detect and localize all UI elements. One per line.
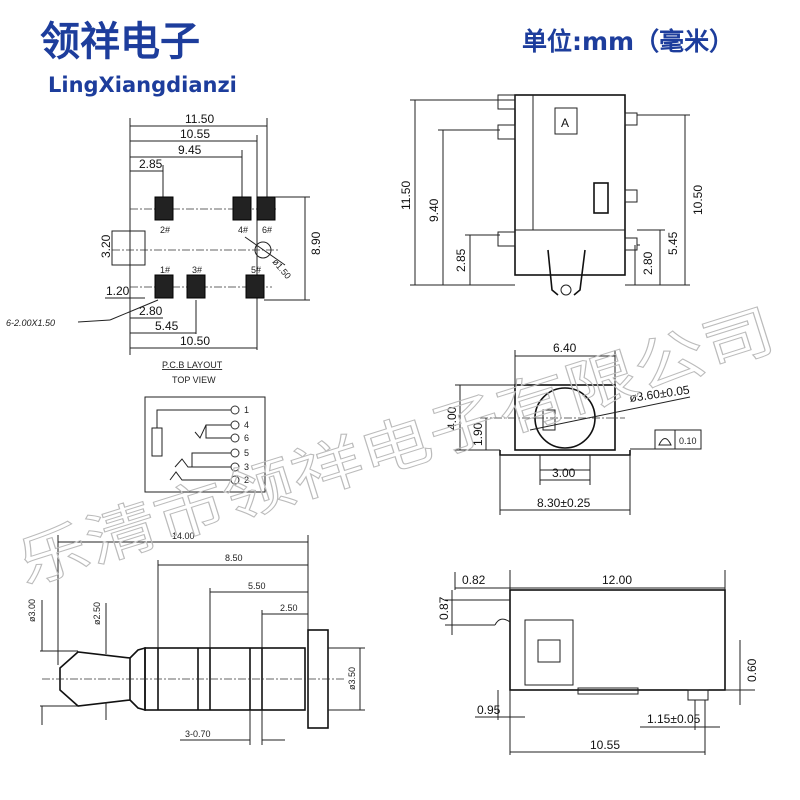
- pin-label: 6: [244, 433, 249, 443]
- dim-1.20: 1.20: [106, 284, 130, 298]
- dim-4.00: 4.00: [445, 406, 459, 430]
- plug-drawing: 14.00 8.50 5.50 2.50 ø3.00 ø2.50 ø3.50 3…: [27, 531, 365, 745]
- dim-10.55-bottom: 10.55: [590, 738, 620, 752]
- bottom-view: 0.82 12.00 0.87 0.60 0.95 1.15±0.05 10.5…: [437, 570, 759, 755]
- dim-10.50-side: 10.50: [691, 185, 705, 215]
- brand-cn: 领祥电子: [40, 19, 200, 65]
- dim-2.80-side: 2.80: [641, 251, 655, 275]
- dim-3.20: 3.20: [99, 234, 113, 258]
- dim-14.00: 14.00: [172, 531, 195, 541]
- pcb-title: P.C.B LAYOUT: [162, 360, 223, 370]
- dim-rings: 3-0.70: [185, 729, 211, 739]
- pad-note: 6-2.00X1.50: [6, 318, 55, 328]
- dim-5.45-side: 5.45: [666, 231, 680, 255]
- dim-0.95: 0.95: [477, 703, 501, 717]
- pad-label: 5#: [251, 265, 261, 275]
- dim-10.50: 10.50: [180, 334, 210, 348]
- pad-label: 3#: [192, 265, 202, 275]
- pin-schematic: 1 4 6 5 3 2: [144, 396, 266, 493]
- dim-10.55: 10.55: [180, 127, 210, 141]
- pcb-subtitle: TOP VIEW: [172, 375, 216, 385]
- dim-1.15: 1.15±0.05: [647, 712, 701, 726]
- pcb-layout: 11.50 10.55 9.45 2.85 2# 4# 6# 1# 3# 5# …: [6, 112, 323, 385]
- marker: A: [561, 116, 569, 130]
- dim-2.85-side: 2.85: [454, 248, 468, 272]
- dim-11.50-side: 11.50: [399, 181, 413, 210]
- dim-3.00: 3.00: [552, 466, 576, 480]
- brand-en: LingXiangdianzi: [48, 73, 237, 97]
- dim-5.50: 5.50: [248, 581, 266, 591]
- dim-hole: ø1.50: [270, 257, 292, 281]
- pad-label: 4#: [238, 225, 248, 235]
- front-view: 6.40 4.00 1.90 ø3.60±0.05 0.10 3.00 8.30…: [445, 341, 702, 515]
- dim-11.50: 11.50: [185, 112, 214, 126]
- pad-label: 2#: [160, 225, 170, 235]
- dim-8.30: 8.30±0.25: [537, 496, 591, 510]
- dim-d3.00: ø3.00: [27, 599, 37, 622]
- pin-label: 5: [244, 448, 249, 458]
- watermark: 乐清市领祥电子有限公司: [9, 296, 783, 598]
- dim-d3.50: ø3.50: [347, 667, 357, 690]
- pin-label: 3: [244, 462, 249, 472]
- dim-2.80: 2.80: [139, 304, 163, 318]
- dim-1.90: 1.90: [471, 422, 485, 446]
- dim-d2.50: ø2.50: [92, 602, 102, 625]
- dim-0.82: 0.82: [462, 573, 486, 587]
- dim-0.60: 0.60: [745, 658, 759, 682]
- dim-8.50: 8.50: [225, 553, 243, 563]
- flatness-value: 0.10: [679, 436, 697, 446]
- dim-8.90: 8.90: [309, 231, 323, 255]
- dim-5.45: 5.45: [155, 319, 179, 333]
- pad-label: 1#: [160, 265, 170, 275]
- side-view: A 11.50 9.40 2.85 10.50 5.45 2.80: [399, 94, 705, 296]
- pin-label: 1: [244, 405, 249, 415]
- dim-6.40: 6.40: [553, 341, 577, 355]
- dim-2.50: 2.50: [280, 603, 298, 613]
- pad-label: 6#: [262, 225, 272, 235]
- dim-9.40: 9.40: [427, 198, 441, 222]
- dim-12.00: 12.00: [602, 573, 632, 587]
- pin-label: 4: [244, 420, 249, 430]
- dim-0.87: 0.87: [437, 596, 451, 620]
- pin-label: 2: [244, 475, 249, 485]
- dim-9.45: 9.45: [178, 143, 202, 157]
- unit-label: 单位:mm（毫米）: [522, 27, 734, 56]
- dim-2.85: 2.85: [139, 157, 163, 171]
